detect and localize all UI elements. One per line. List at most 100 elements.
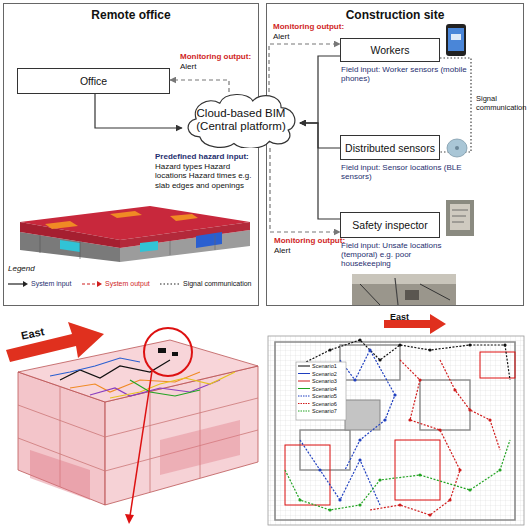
site-photo [405, 290, 419, 300]
bim-model [20, 206, 250, 262]
floor-plan [285, 440, 510, 510]
phone-photo [451, 34, 461, 40]
site-photo [352, 274, 456, 305]
bim-model [140, 241, 158, 252]
floor-plan [300, 340, 510, 380]
node-label: Distributed sensors [345, 142, 435, 154]
floor-plan [268, 336, 524, 525]
bim-model [40, 235, 41, 253]
output-arrow [270, 148, 340, 232]
building-3d [6, 322, 258, 524]
building-3d [30, 450, 90, 500]
legend-sample [97, 281, 102, 287]
inspector-photo [446, 200, 474, 236]
bim-model [215, 235, 216, 250]
node-label: Workers [371, 44, 410, 56]
floor-plan [300, 440, 380, 505]
building-3d [160, 420, 240, 475]
edge-label: Signal communication [476, 94, 526, 112]
bim-model [120, 222, 250, 248]
floor-plan [268, 314, 524, 525]
legend-text: System output [105, 280, 150, 288]
input-arrow [300, 56, 340, 123]
field-input-note: Field input: Unsafe locations (temporal)… [341, 241, 461, 269]
floor-plan [275, 342, 515, 520]
floor-plan [296, 362, 346, 420]
floor-plan [298, 373, 310, 374]
building-3d [90, 380, 220, 396]
legend-sample [23, 281, 28, 287]
sensor-photo [455, 146, 459, 150]
legend-text: Signal communication [183, 280, 251, 288]
process-box: Safety inspectorField input: Unsafe loca… [340, 212, 440, 238]
floor-plan [440, 360, 500, 450]
floor-plan [298, 381, 310, 382]
legend-text: Scenario7 [312, 408, 337, 414]
inspector-photo [446, 200, 474, 236]
building-3d [6, 322, 104, 362]
legend-text: Scenario1 [312, 363, 337, 369]
building-3d [130, 380, 200, 396]
site-photo [395, 278, 398, 305]
legend-text: Scenario2 [312, 371, 337, 377]
floor-plan [298, 403, 310, 404]
sensor-photo [447, 139, 467, 157]
inspector-photo [452, 210, 468, 211]
floor-plan [340, 345, 400, 380]
building-3d [150, 391, 151, 492]
bim-model [196, 232, 222, 248]
bim-model [60, 240, 80, 252]
legend-text: System input [31, 280, 71, 288]
legend-sample [8, 281, 180, 287]
legend-text: Scenario5 [312, 393, 337, 399]
edge-label: Predefined hazard input: Hazard types Ha… [155, 152, 255, 190]
floor-plan [300, 430, 350, 470]
output-arrow [170, 80, 229, 92]
building-3d [70, 372, 200, 392]
bim-model [110, 211, 142, 218]
input-arrow [300, 123, 340, 148]
site-panel: Construction siteWorkersField input: Wor… [266, 3, 524, 306]
floor-plan [298, 411, 310, 412]
node-label: Cloud-based BIM (Central platform) [193, 107, 289, 133]
edge-label: Monitoring output: Alert [180, 52, 256, 71]
process-box: Office [17, 68, 170, 94]
site-photo [360, 284, 380, 305]
floor-plan [370, 360, 460, 515]
input-arrow [95, 94, 182, 128]
legend-text: Scenario3 [312, 378, 337, 384]
node-label: Office [80, 75, 107, 87]
bim-model [80, 241, 81, 259]
site-photo [352, 274, 456, 284]
legend-sample [160, 283, 180, 284]
field-input-note: Field input: Worker sensors (mobile phon… [341, 65, 469, 83]
output-arrow [269, 44, 340, 92]
node-label: Safety inspector [352, 219, 427, 231]
floor-plan [298, 366, 310, 367]
floor-plan [345, 400, 380, 430]
phone-photo [446, 24, 466, 56]
bim-model [45, 221, 78, 229]
sensor-photo [447, 139, 467, 157]
cloud-platform: Cloud-based BIM (Central platform) [182, 92, 300, 148]
floor-plan [298, 388, 310, 389]
bim-model [170, 241, 171, 255]
phone-photo [448, 28, 464, 51]
edge-label: Monitoring output: Alert [274, 236, 350, 255]
floor-plan [340, 350, 395, 470]
legend-text: Scenario4 [312, 386, 337, 392]
direction-label: East [390, 312, 409, 322]
building-3d [130, 371, 152, 516]
cloud-shape [188, 94, 295, 148]
legend-text: Scenario6 [312, 401, 337, 407]
inspector-photo [452, 216, 466, 217]
inspector-photo [450, 204, 470, 230]
building-3d [144, 328, 192, 376]
building-3d [125, 514, 134, 524]
site-photo [352, 274, 456, 305]
direction-label: East [20, 325, 45, 342]
edge-label: Monitoring output: Alert [273, 22, 349, 41]
floor-plan [395, 440, 440, 500]
input-arrow [300, 123, 340, 219]
